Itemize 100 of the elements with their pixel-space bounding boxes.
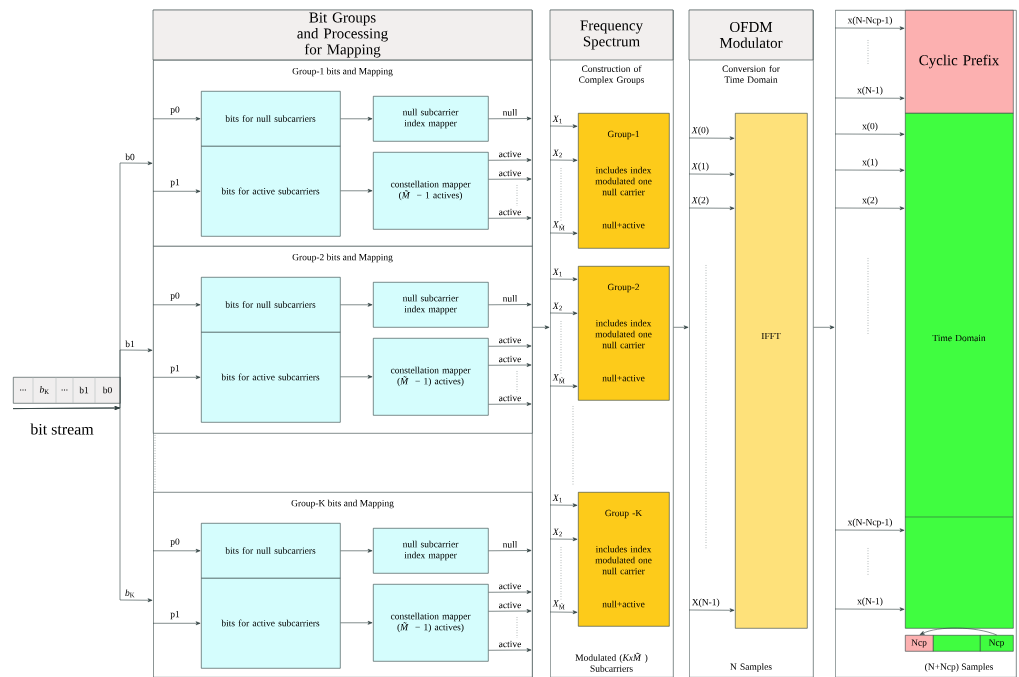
edge-label: X(2) xyxy=(691,196,710,206)
arrow xyxy=(340,188,373,193)
arrow xyxy=(834,132,905,137)
edge-label: p1 xyxy=(169,178,181,188)
edge-label: active xyxy=(498,601,522,609)
edge-label: X(0) xyxy=(691,126,710,136)
node-label: ... xyxy=(61,389,68,391)
process-box: constellation mapper (M̃ − 1 actives) xyxy=(373,152,489,230)
edge-label: X(1) xyxy=(691,162,710,172)
node-label: ... xyxy=(20,389,26,391)
edge-label: null xyxy=(502,108,518,117)
edge-label: p0 xyxy=(169,537,181,548)
edge-label: X$_{2}$ xyxy=(552,149,564,158)
edge-label: active xyxy=(498,640,522,648)
arrow xyxy=(688,608,735,613)
process-box: bits for null subcarriers xyxy=(201,523,341,579)
node-label: b1 xyxy=(79,386,89,394)
edge-label: X(N-1) xyxy=(691,598,721,608)
arrow xyxy=(340,548,373,553)
edge-label: X$_{2}$ xyxy=(552,528,564,537)
node-label: b$_{K}$ xyxy=(39,386,49,394)
arrow xyxy=(813,325,835,330)
process-box: null subcarrier index mapper xyxy=(373,528,489,574)
edge-label: active xyxy=(498,394,522,402)
arrow xyxy=(834,528,905,533)
edge-label: active xyxy=(498,208,522,216)
node-label: b0 xyxy=(102,386,112,394)
arrow xyxy=(673,325,689,330)
arrow xyxy=(549,277,578,282)
edge-label: active xyxy=(498,169,522,177)
edge-label: b$_{K}$ xyxy=(124,588,136,598)
process-box: bits for active subcarriers xyxy=(201,332,341,423)
arrow xyxy=(549,503,578,508)
arrow xyxy=(152,548,201,553)
sample-cell xyxy=(933,635,981,652)
arrow xyxy=(488,344,532,348)
arrow xyxy=(549,231,578,236)
arrow xyxy=(834,26,905,31)
process-box: bits for active subcarriers xyxy=(201,578,341,669)
arrow xyxy=(532,325,550,330)
arrow xyxy=(549,610,578,615)
arrow xyxy=(488,158,532,162)
edge-label: X$_{2}$ xyxy=(552,302,564,311)
arrow xyxy=(340,116,373,121)
ifft-block: IFFT xyxy=(735,113,808,629)
process-box: bits for active subcarriers xyxy=(201,146,341,237)
edge-label: p0 xyxy=(169,291,181,302)
edge-label: active xyxy=(498,355,522,363)
process-box: null subcarrier index mapper xyxy=(373,96,489,142)
arrow xyxy=(488,548,532,553)
edge-label: x(1) xyxy=(861,158,879,168)
group-block: Group -K includes index modulated one null carrier null+active xyxy=(578,492,670,627)
arrow xyxy=(549,311,578,316)
arrow xyxy=(488,648,532,652)
edge-label: x(0) xyxy=(861,122,879,132)
arrow xyxy=(12,406,153,603)
arrow xyxy=(688,172,735,177)
group-block: Group-2 includes index modulated one null carrier null+active xyxy=(578,266,670,401)
process-box: bits for null subcarriers xyxy=(201,91,341,147)
arrow xyxy=(488,302,532,307)
edge-label: null xyxy=(502,540,518,549)
arrow xyxy=(834,206,905,211)
arrow xyxy=(834,607,905,612)
process-box: bits for null subcarriers xyxy=(201,277,341,333)
arrow xyxy=(488,609,532,613)
arrow xyxy=(688,136,735,141)
process-box: constellation mapper (M̃ − 1) actives) xyxy=(373,338,489,416)
arrow xyxy=(152,621,201,626)
arrow xyxy=(152,375,201,380)
time-domain-block: Time Domain xyxy=(904,113,1014,629)
arrow xyxy=(834,168,905,173)
edge-label: null xyxy=(502,294,518,303)
sample-cell: Ncp xyxy=(980,635,1014,652)
edge-label: x(N-Ncp-1) xyxy=(847,518,893,528)
group-block: Group-1 includes index modulated one null carrier null+active xyxy=(578,113,670,249)
edge-label: active xyxy=(498,582,522,590)
arrow xyxy=(340,374,373,379)
node-label: Group-K bits and Mapping xyxy=(291,499,394,509)
edge-label: active xyxy=(498,336,522,344)
arrow xyxy=(152,189,201,194)
edge-label: p0 xyxy=(169,105,181,116)
edge-label: X$_{M̃}$ xyxy=(552,373,566,384)
arrow xyxy=(549,384,578,389)
edge-label: X$_{M̃}$ xyxy=(552,599,566,610)
arrow xyxy=(834,96,905,101)
arrow xyxy=(488,402,532,406)
arrow xyxy=(340,302,373,307)
edge-label: x(2) xyxy=(861,196,879,206)
edge-label: b1 xyxy=(124,339,136,348)
arrow xyxy=(152,116,201,121)
edge-label: x(N-Ncp-1) xyxy=(847,16,893,26)
arrow xyxy=(488,363,532,367)
process-box: constellation mapper (M̃ − 1) actives) xyxy=(373,584,489,662)
edge-label: x(N-1) xyxy=(856,597,884,607)
edge-label: x(N-1) xyxy=(856,86,884,96)
arrow xyxy=(688,206,735,211)
edge-label: b0 xyxy=(124,152,136,161)
process-box: null subcarrier index mapper xyxy=(373,282,489,328)
node-label: bit stream xyxy=(30,423,94,435)
bit-register: ... b$_{K}$ ... b1 b0 xyxy=(13,376,121,404)
